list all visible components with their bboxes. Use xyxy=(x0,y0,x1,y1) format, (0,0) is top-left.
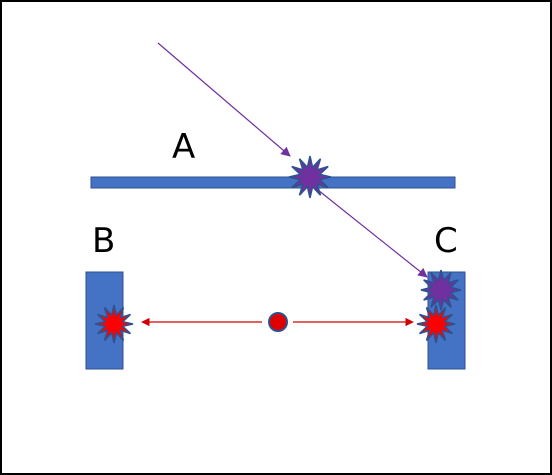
plate-a xyxy=(90,176,456,189)
label-b: B xyxy=(92,221,115,261)
impact-star-a xyxy=(288,155,332,199)
label-a: A xyxy=(172,127,195,167)
label-c: C xyxy=(434,221,458,261)
transmitted-ray xyxy=(317,189,428,278)
impact-star-c-upper xyxy=(420,269,462,311)
incident-ray xyxy=(157,42,291,157)
impact-star-b xyxy=(94,304,134,344)
impact-star-c-lower xyxy=(416,304,456,344)
emitter-dot xyxy=(268,312,288,332)
